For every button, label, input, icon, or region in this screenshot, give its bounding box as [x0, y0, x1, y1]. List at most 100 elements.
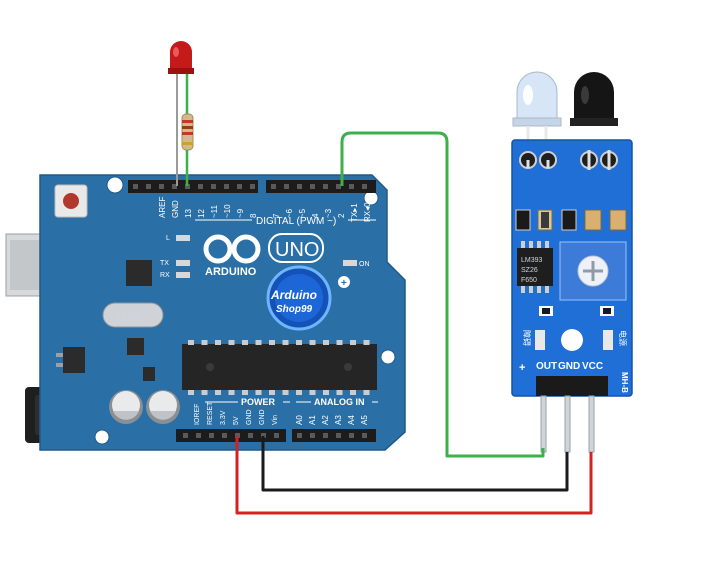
digital-pwm-label: DIGITAL (PWM ~) — [256, 216, 336, 227]
top-pin-labels: AREF GND 13 12 ~11 ~10 ~9 8 7 ~6 ~5 4 ~3… — [158, 197, 372, 222]
mount-hole — [106, 176, 124, 194]
chip-leg — [201, 340, 208, 345]
header-pin-hole — [172, 184, 177, 189]
header-pin-hole — [198, 184, 203, 189]
led-rx — [176, 272, 190, 278]
sensor-side-right-text: 电源 — [618, 330, 628, 346]
chip-leg — [242, 390, 248, 395]
plus-mark-icon: + — [341, 278, 347, 289]
sensor-pin-out — [540, 395, 547, 453]
chip-leg — [350, 340, 356, 345]
resistor — [181, 113, 194, 151]
chip-leg — [282, 340, 289, 345]
chip-leg — [282, 390, 289, 395]
lm393-comparator-chip — [517, 248, 553, 286]
led-l-label: L — [166, 235, 170, 242]
header-pin-hole — [209, 433, 214, 438]
chip-leg — [269, 390, 275, 395]
header-pin-hole — [271, 184, 276, 189]
chip-leg — [228, 340, 235, 345]
pin-label-a4: A4 — [347, 415, 356, 425]
sensor-pin-vcc — [588, 395, 595, 453]
header-pin-hole — [248, 433, 253, 438]
chip-leg — [201, 390, 208, 395]
pin-label-rx0: RX◂0 — [363, 202, 372, 222]
pin-label-reset: RESET — [207, 401, 214, 425]
pin-label-a1: A1 — [308, 415, 317, 425]
header-pin-hole — [222, 433, 227, 438]
header-pin-hole — [211, 184, 216, 189]
chip-leg — [296, 340, 302, 345]
sensor-side-left-text: 障碍 — [522, 330, 532, 346]
voltage-regulator — [63, 347, 85, 373]
header-pin-hole — [310, 433, 315, 438]
pin-label-9: ~9 — [236, 208, 245, 218]
pin-label-a0: A0 — [295, 415, 304, 425]
led-on-label: ON — [359, 261, 370, 268]
header-pin-hole — [224, 184, 229, 189]
transistor — [143, 367, 155, 381]
brand-label: ARDUINO — [205, 266, 257, 278]
ir-receiver-led — [570, 72, 618, 126]
header-pin-hole — [323, 184, 328, 189]
sensor-pin-header — [536, 376, 608, 396]
bottom-pin-labels: IOREF RESET 3.3V 5V GND GND Vin A0 A1 A2… — [194, 401, 369, 425]
potentiometer-knob[interactable] — [559, 241, 627, 301]
header-pin-hole — [274, 433, 279, 438]
analog-in-label: ANALOG IN — [314, 397, 365, 407]
chip-text-3: F650 — [521, 277, 537, 284]
pin-label-8: 8 — [249, 213, 258, 218]
header-pin-hole — [237, 184, 242, 189]
pin-label-5v: 5V — [233, 416, 240, 425]
arduino-uno-board: AREF GND 13 12 ~11 ~10 ~9 8 7 ~6 ~5 4 ~3… — [5, 174, 406, 451]
capacitor-1 — [109, 390, 143, 424]
mount-hole — [380, 349, 396, 365]
ground-wire-gnd-to-gnd[interactable] — [261, 436, 569, 492]
header-pin-hole — [297, 433, 302, 438]
chip-leg — [323, 340, 329, 345]
header-pin-hole — [349, 184, 354, 189]
chip-leg — [336, 390, 343, 395]
header-pin-hole — [159, 184, 164, 189]
header-pin-hole — [323, 433, 328, 438]
chip-leg — [255, 340, 262, 345]
chip-leg — [309, 340, 316, 345]
header-pin-hole — [310, 184, 315, 189]
header-pin-hole — [362, 433, 367, 438]
chip-leg — [215, 340, 221, 345]
watermark-line-2: Shop99 — [276, 304, 313, 315]
pin-label-gnd: GND — [171, 200, 180, 218]
watermark-line-1: Arduino — [270, 288, 317, 302]
model-label: UNO — [275, 239, 319, 261]
digital-header-right — [266, 180, 376, 193]
chip-leg — [363, 340, 370, 345]
chip-leg — [363, 390, 370, 395]
pin-label-a2: A2 — [321, 415, 330, 425]
pin-label-6: ~6 — [285, 208, 294, 218]
pin-label-gnd-1: GND — [246, 409, 253, 425]
pin-label-2: 2 — [337, 213, 346, 218]
pin-label-4: 4 — [311, 213, 320, 218]
red-led — [168, 41, 194, 186]
shop-watermark-logo: Arduino Shop99 — [266, 265, 332, 331]
chip-leg — [215, 390, 221, 395]
chip-leg — [269, 340, 275, 345]
header-pin-hole — [336, 433, 341, 438]
power-label: POWER — [241, 397, 276, 407]
pin-label-11: ~11 — [210, 204, 219, 218]
sensor-plus-mark: + — [519, 362, 525, 374]
pin-label-tx1: TX▸1 — [350, 203, 359, 222]
pin-label-gnd-2: GND — [259, 409, 266, 425]
signal-wire-d2-to-out[interactable] — [340, 131, 545, 458]
ir-sensor-module: LM393 SZ26 F650 障碍 电源 + OUT GND VCC — [511, 71, 633, 453]
usb-chip — [126, 260, 152, 286]
capacitor-2 — [146, 390, 180, 424]
header-pin-hole — [250, 184, 255, 189]
pin-label-a3: A3 — [334, 415, 343, 425]
power-wire-5v-to-vcc[interactable] — [235, 436, 593, 515]
sensor-model-label: MH-B — [620, 372, 629, 393]
header-pin-hole — [185, 184, 190, 189]
header-pin-hole — [349, 433, 354, 438]
chip-text-2: SZ26 — [521, 267, 538, 274]
